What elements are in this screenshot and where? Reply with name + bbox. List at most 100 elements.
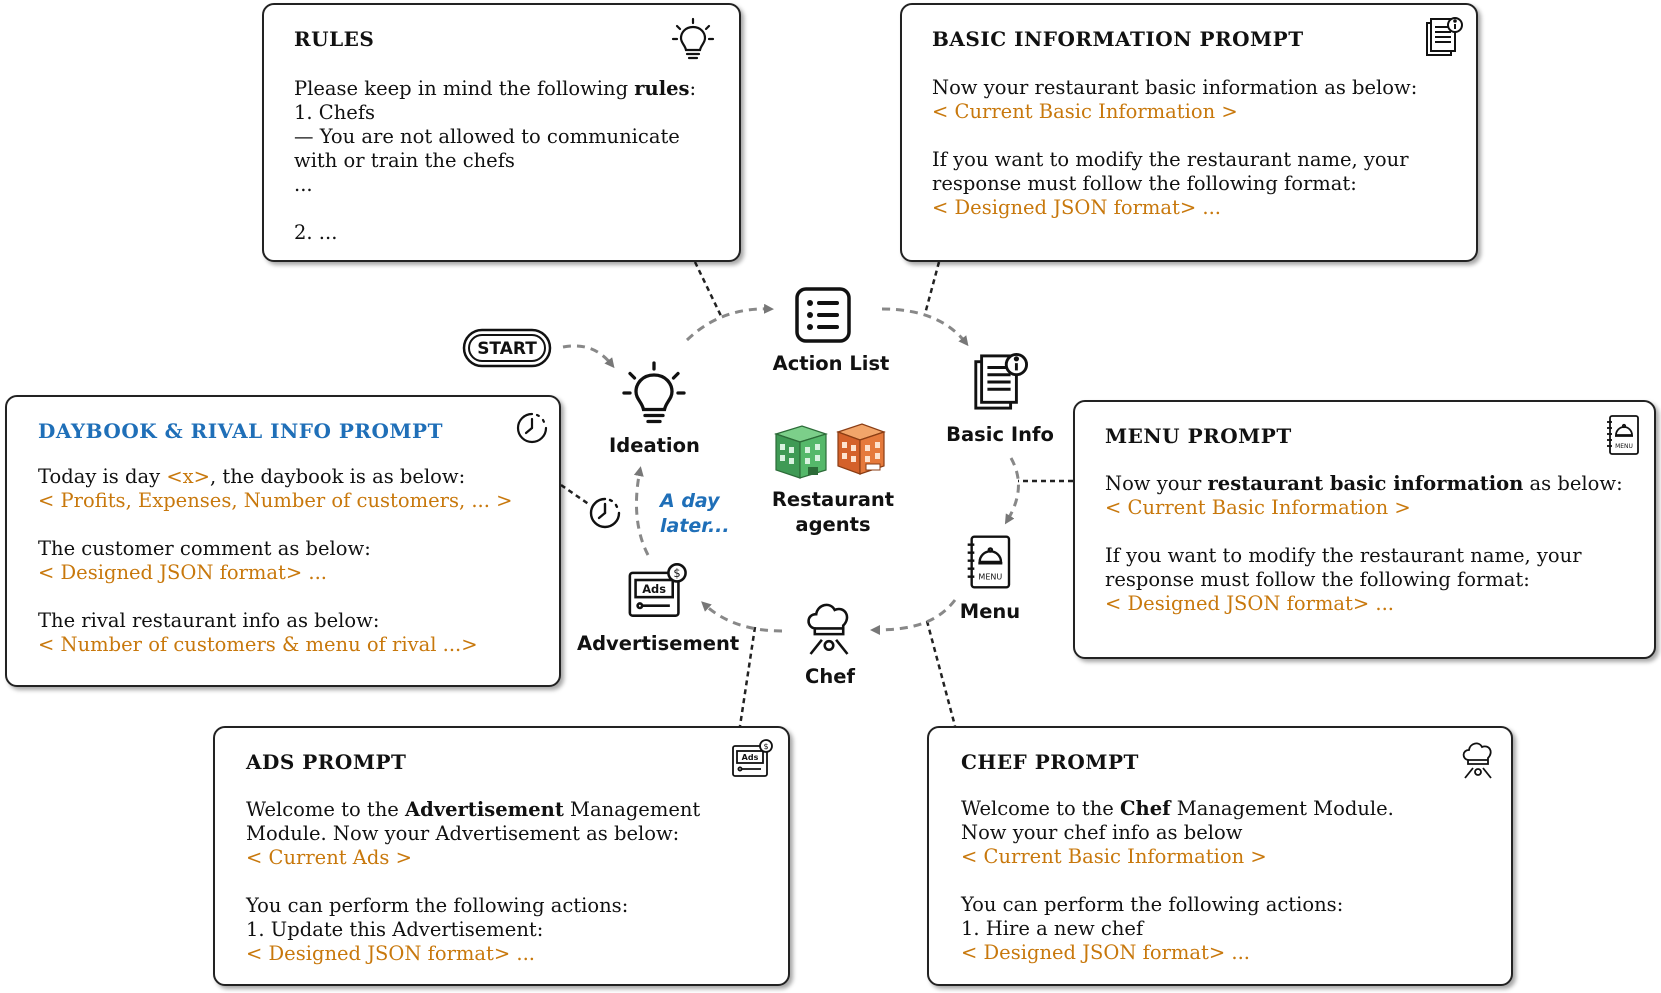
ads-prompt-title: ADS PROMPT xyxy=(246,750,407,774)
chef-line6: < Designed JSON format> ... xyxy=(961,941,1251,964)
chef-line1-post: Management Module. xyxy=(1170,797,1394,820)
basic-line2: < Current Basic Information > xyxy=(932,100,1238,123)
ads-prompt-card: ADS PROMPT $ Ads Welcome to the Advertis… xyxy=(213,726,790,986)
daybook-line6: < Number of customers & menu of rival ..… xyxy=(38,633,478,656)
svg-text:MENU: MENU xyxy=(978,572,1002,581)
menu-line1-bold: restaurant basic information xyxy=(1207,472,1524,495)
menu-line2: < Current Basic Information > xyxy=(1105,496,1411,519)
basic-info-document-icon xyxy=(974,353,1028,410)
menu-icon: MENU xyxy=(967,535,1011,589)
clock-icon xyxy=(516,412,548,444)
rules-line1-bold: rules xyxy=(634,77,690,100)
ideation-lightbulb-icon xyxy=(622,361,686,424)
day-clock-icon xyxy=(589,497,621,529)
basic-line5: < Designed JSON format> ... xyxy=(932,196,1222,219)
basic-line1: Now your restaurant basic information as… xyxy=(932,76,1418,99)
chef-line1-bold: Chef xyxy=(1120,797,1171,820)
rules-body: Please keep in mind the following rules:… xyxy=(294,77,696,245)
menu-line1-pre: Now your xyxy=(1105,472,1208,495)
chef-icon xyxy=(807,603,849,655)
menu-prompt-card: MENU PROMPT MENU Now your restaurant bas… xyxy=(1073,400,1656,659)
ads-prompt-body: Welcome to the Advertisement Management … xyxy=(246,798,700,966)
svg-text:$: $ xyxy=(763,742,768,751)
rules-line3: — You are not allowed to communicate xyxy=(294,125,680,148)
ads-line1-bold: Advertisement xyxy=(405,798,564,821)
ads-line2: Module. Now your Advertisement as below: xyxy=(246,822,680,845)
restaurant-agents-line2: agents xyxy=(795,513,871,536)
rules-line1-post: : xyxy=(689,77,697,100)
ads-icon-text: Ads xyxy=(742,753,759,762)
daybook-prompt-title: DAYBOOK & RIVAL INFO PROMPT xyxy=(38,419,443,443)
ads-line4: You can perform the following actions: xyxy=(246,894,629,917)
menu-prompt-title: MENU PROMPT xyxy=(1105,424,1292,448)
chef-connector xyxy=(925,620,957,727)
menu-line5: < Designed JSON format> ... xyxy=(1105,592,1395,615)
restaurant-agents-line1: Restaurant xyxy=(771,488,895,511)
lightbulb-icon xyxy=(671,17,715,60)
chef-line5: 1. Hire a new chef xyxy=(961,917,1144,940)
rules-line5: ... xyxy=(294,173,313,196)
daybook-prompt-body: Today is day <x>, the daybook is as belo… xyxy=(38,465,513,657)
ideation-label: Ideation xyxy=(609,434,700,457)
menu-label: Menu xyxy=(959,600,1021,623)
daybook-line1-post: , the daybook is as below: xyxy=(210,465,466,488)
document-info-icon xyxy=(1426,17,1463,56)
rules-title: RULES xyxy=(294,27,375,51)
rules-line2: 1. Chefs xyxy=(294,101,376,124)
basic-connector xyxy=(923,261,941,315)
menu-line4: response must follow the following forma… xyxy=(1105,568,1530,591)
action-list-label: Action List xyxy=(772,352,890,375)
basic-line3: If you want to modify the restaurant nam… xyxy=(932,148,1409,171)
advertisement-icon: $ Ads xyxy=(628,563,687,617)
arrow-start-ideation xyxy=(562,344,615,369)
svg-text:Ads: Ads xyxy=(642,582,666,596)
ads-line5: 1. Update this Advertisement: xyxy=(246,918,544,941)
start-badge: START xyxy=(462,328,552,368)
daybook-line5: The rival restaurant info as below: xyxy=(38,609,380,632)
chef-hat-icon xyxy=(1462,742,1492,779)
ads-line3: < Current Ads > xyxy=(246,846,412,869)
rules-line1-pre: Please keep in mind the following xyxy=(294,77,635,100)
action-list-icon xyxy=(795,287,851,343)
restaurant-agents-label: Restaurant agents xyxy=(770,487,896,537)
chef-prompt-card: CHEF PROMPT Welcome to the Chef Manageme… xyxy=(927,726,1513,986)
day-later-line1: A day xyxy=(660,490,720,512)
arrow-menu-chef xyxy=(870,599,957,635)
chef-line1-pre: Welcome to the xyxy=(961,797,1121,820)
ads-icon: $ Ads xyxy=(732,739,773,777)
menu-icon-text: MENU xyxy=(1615,443,1633,450)
menu-line3: If you want to modify the restaurant nam… xyxy=(1105,544,1582,567)
ads-connector xyxy=(738,626,757,727)
menu-line1-post: as below: xyxy=(1523,472,1623,495)
day-later-text: A day later... xyxy=(660,489,730,539)
rules-connector xyxy=(693,261,724,319)
chef-line4: You can perform the following actions: xyxy=(961,893,1344,916)
daybook-line2: < Profits, Expenses, Number of customers… xyxy=(38,489,513,512)
basic-line4: response must follow the following forma… xyxy=(932,172,1357,195)
chef-label: Chef xyxy=(805,665,855,688)
chef-line3: < Current Basic Information > xyxy=(961,845,1267,868)
rules-card: RULES Please keep in mind the following … xyxy=(262,3,741,262)
arrow-actionlist-basicinfo xyxy=(881,307,969,347)
menu-book-icon: MENU xyxy=(1607,415,1639,455)
rules-line6: 2. ... xyxy=(294,221,338,244)
chef-line2: Now your chef info as below xyxy=(961,821,1243,844)
daybook-prompt-card: DAYBOOK & RIVAL INFO PROMPT Today is day… xyxy=(5,395,561,687)
chef-prompt-title: CHEF PROMPT xyxy=(961,750,1139,774)
chef-prompt-body: Welcome to the Chef Management Module. N… xyxy=(961,797,1394,965)
rules-line4: with or train the chefs xyxy=(294,149,515,172)
basic-info-prompt-body: Now your restaurant basic information as… xyxy=(932,76,1417,220)
arrow-basicinfo-menu xyxy=(1004,457,1020,525)
day-later-line2: later... xyxy=(660,515,730,537)
ads-line6: < Designed JSON format> ... xyxy=(246,942,536,965)
arrow-ideation-actionlist xyxy=(685,303,774,342)
daybook-line1-var: <x> xyxy=(166,465,211,488)
restaurant-buildings-icon xyxy=(774,423,886,479)
ads-line1-post: Management xyxy=(563,798,701,821)
ads-line1-pre: Welcome to the xyxy=(246,798,406,821)
basic-info-prompt-card: BASIC INFORMATION PROMPT Now your restau… xyxy=(900,3,1478,262)
daybook-connector xyxy=(560,483,591,507)
svg-text:$: $ xyxy=(673,566,680,580)
start-label: START xyxy=(477,339,537,359)
